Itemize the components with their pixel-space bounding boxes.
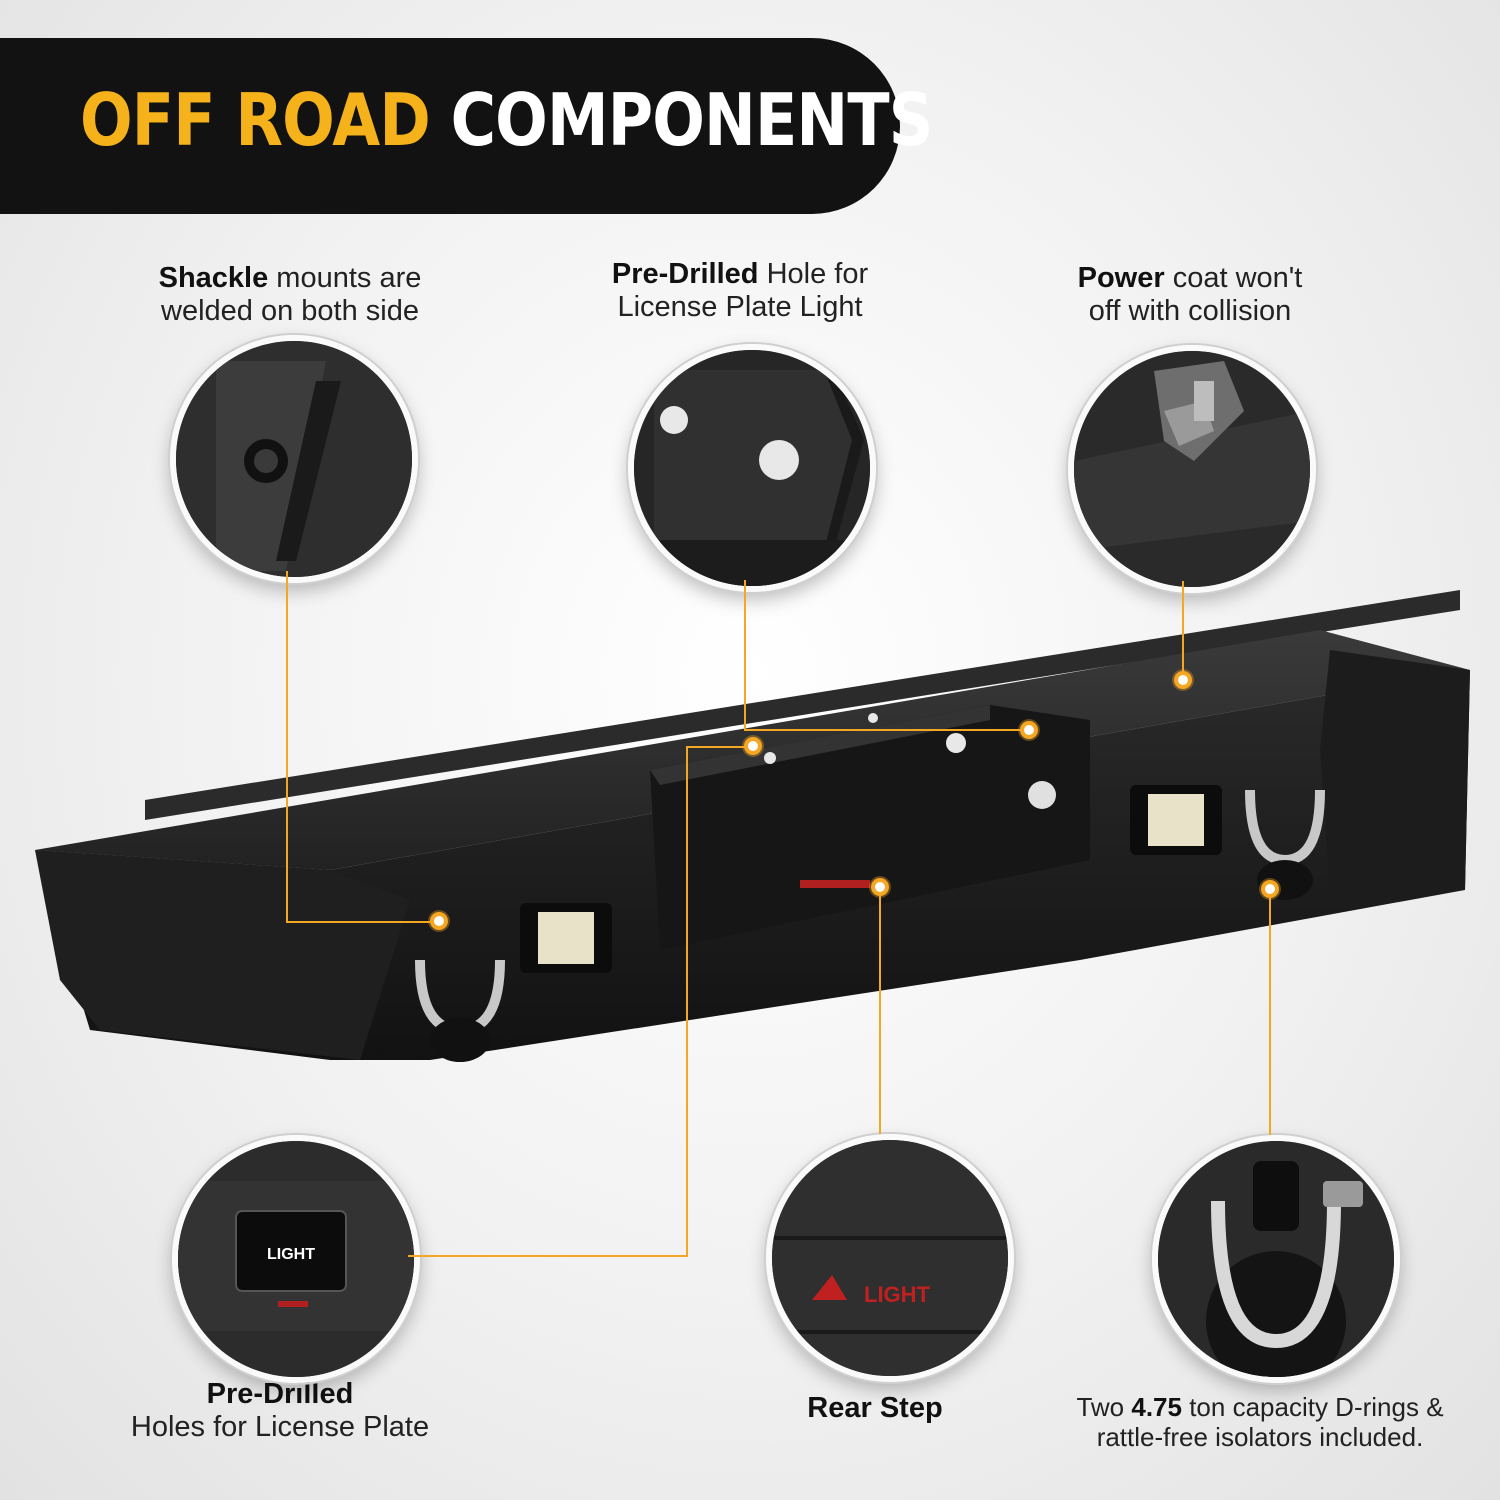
callout-dot-step — [871, 878, 889, 896]
shackle-mount-lens — [170, 335, 418, 583]
rear-bumper — [0, 560, 1500, 1100]
powder-coat-illustration — [1074, 351, 1310, 587]
caption-light-hole: Pre-Drilled Hole for License Plate Light — [611, 258, 869, 323]
license-plate-illustration: LIGHT — [178, 1141, 414, 1377]
callout-dot-plate — [744, 737, 762, 755]
callout-dot-light — [1020, 721, 1038, 739]
rear-step-lens: LIGHT — [766, 1134, 1014, 1382]
light-hole-illustration — [634, 350, 870, 586]
callout-line-coat-v — [1182, 581, 1184, 681]
callout-dot-shackle — [430, 912, 448, 930]
d-ring-lens — [1152, 1135, 1400, 1383]
callout-line-shackle-h — [286, 921, 440, 923]
callout-dot-drings — [1261, 880, 1279, 898]
caption-step: Rear Step — [807, 1392, 943, 1424]
callout-line-light-h — [744, 729, 1029, 731]
plate-logo: LIGHT — [267, 1246, 315, 1263]
caption-coat: Power coat won't off with collision — [1077, 262, 1303, 327]
d-ring-illustration — [1158, 1141, 1394, 1377]
light-hole-lens — [628, 344, 876, 592]
callout-line-step-v — [879, 888, 881, 1134]
rear-bumper-illustration — [35, 590, 1470, 1062]
shackle-mount-illustration — [176, 341, 412, 577]
title-main: COMPONENTS — [450, 78, 934, 162]
callout-line-plate-v — [686, 746, 688, 1256]
rear-step-illustration: LIGHT — [772, 1140, 1008, 1376]
caption-drings: Two 4.75 ton capacity D-rings & rattle-f… — [1076, 1392, 1444, 1452]
powder-coat-lens — [1068, 345, 1316, 593]
page-title: OFF ROAD COMPONENTS — [80, 78, 934, 162]
callout-line-drings-v — [1269, 893, 1271, 1135]
callout-line-light-v — [744, 580, 746, 730]
title-banner: OFF ROAD COMPONENTS — [0, 38, 933, 214]
license-plate-lens: LIGHT — [172, 1135, 420, 1383]
title-accent: OFF ROAD — [80, 78, 431, 162]
caption-shackle: Shackle mounts are welded on both side — [158, 262, 422, 327]
callout-dot-coat — [1174, 671, 1192, 689]
step-logo: LIGHT — [864, 1282, 931, 1307]
callout-line-shackle-v — [286, 571, 288, 922]
callout-line-plate-h — [408, 1255, 688, 1257]
callout-line-plate-top — [686, 746, 748, 748]
caption-plate: Pre-Drilled Holes for License Plate — [130, 1378, 430, 1443]
